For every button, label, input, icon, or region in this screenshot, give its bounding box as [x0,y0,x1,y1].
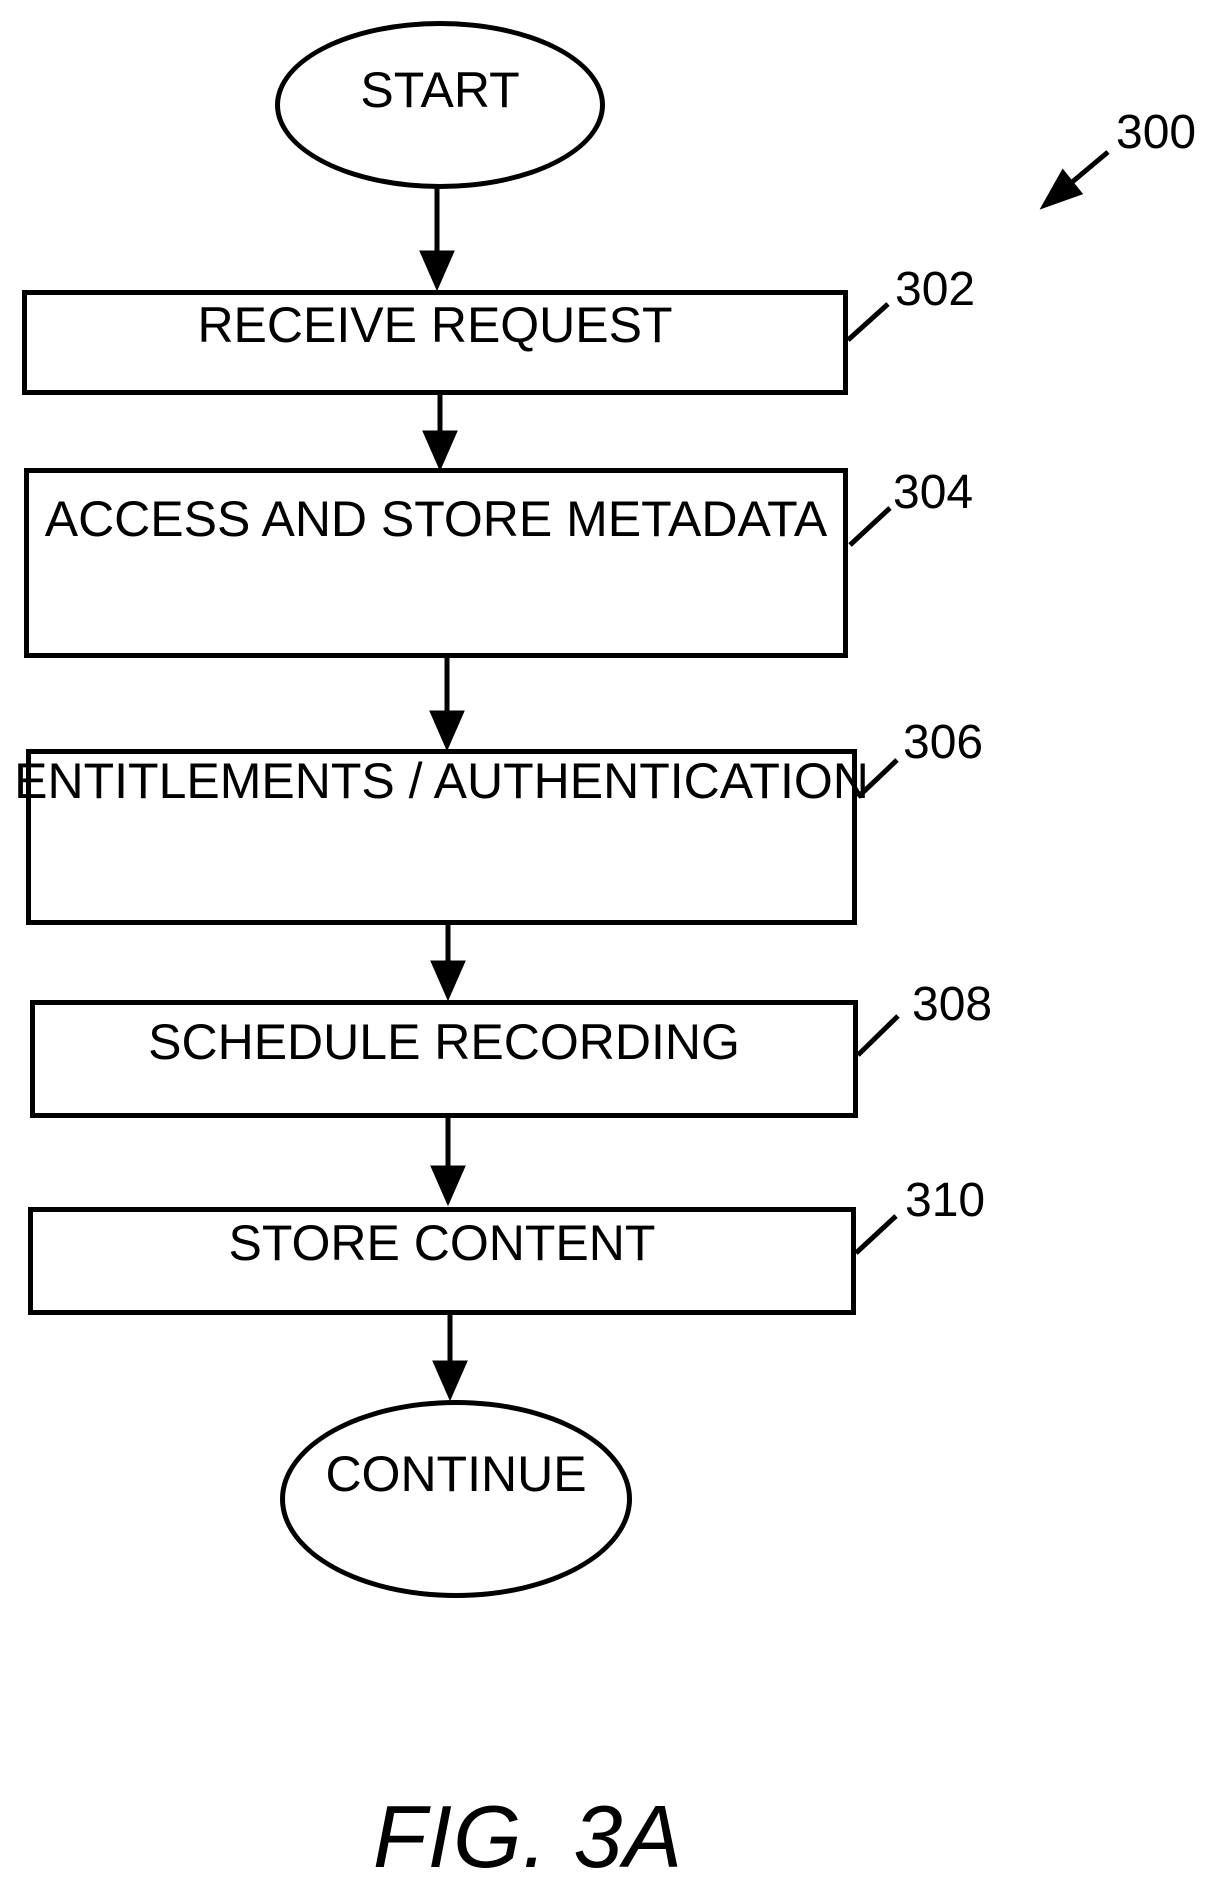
ref-label-306: 306 [903,716,984,769]
process-box-access-store-metadata: ACCESS AND STORE METADATA [24,468,848,658]
figure-reference-arrow-line [1069,150,1110,185]
process-box-store-content: STORE CONTENT [28,1207,856,1315]
leader-tick-302 [846,302,890,342]
ref-label-308: 308 [912,978,993,1031]
arrowhead-start-302 [419,250,455,292]
ref-label-310: 310 [905,1174,986,1227]
arrowhead-304-306 [429,710,465,752]
process-box-store-content-label: STORE CONTENT [228,1215,656,1271]
ref-label-302: 302 [895,263,976,316]
terminator-start-label: START [360,62,520,118]
figure-reference-arrowhead [1039,168,1084,210]
process-box-schedule-recording-label: SCHEDULE RECORDING [148,1014,740,1070]
process-box-receive-request: RECEIVE REQUEST [22,290,848,395]
arrowhead-306-308 [430,960,466,1002]
process-box-schedule-recording: SCHEDULE RECORDING [30,1000,858,1118]
terminator-continue-label: CONTINUE [325,1446,587,1502]
ref-label-304: 304 [893,466,974,519]
process-box-entitlements-authentication-label: ENTITLEMENTS / AUTHENTICATION [14,753,869,809]
process-box-receive-request-label: RECEIVE REQUEST [197,297,673,353]
figure-reference-number: 300 [1116,106,1197,159]
process-box-access-store-metadata-label: ACCESS AND STORE METADATA [44,491,828,547]
leader-tick-304 [848,506,892,547]
arrowhead-310-continue [432,1360,468,1402]
terminator-start: START [275,21,605,189]
leader-tick-310 [854,1214,898,1255]
process-box-entitlements-authentication: ENTITLEMENTS / AUTHENTICATION [14,749,869,925]
arrowhead-308-310 [430,1165,466,1207]
terminator-continue: CONTINUE [280,1400,632,1598]
leader-tick-308 [856,1014,900,1057]
arrowhead-302-304 [422,430,458,472]
figure-caption: FIG. 3A [372,1787,684,1886]
